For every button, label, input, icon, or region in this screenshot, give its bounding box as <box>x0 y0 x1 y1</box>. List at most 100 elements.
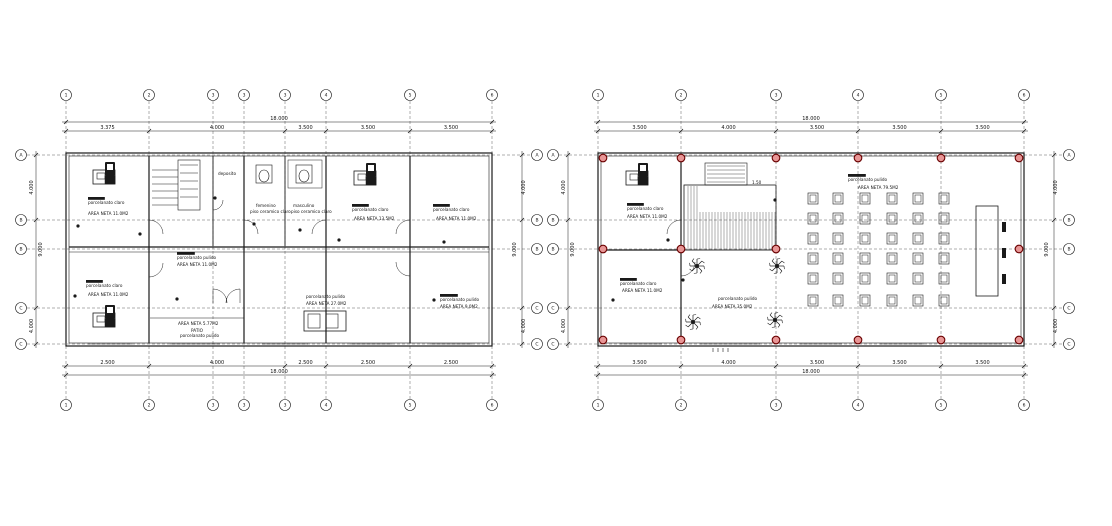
grid-bubble-top: 6 <box>491 93 494 99</box>
grid-bubble-left: C <box>551 342 554 348</box>
grid-bubble-bottom-circle <box>935 399 947 411</box>
grid-bubble-bottom-circle <box>675 399 687 411</box>
grid-bubble-left-circle <box>547 302 559 314</box>
chair <box>859 192 871 205</box>
grid-bubble-left-circle <box>547 214 559 226</box>
plant <box>767 312 783 328</box>
dim-top-segment: 4.000 <box>210 125 224 131</box>
label-lobby-floor: porcelanato pulido <box>718 296 758 301</box>
label-room1-area: AREA NETA 11.0M2 <box>88 211 129 216</box>
grid-bubble-top-circle <box>935 89 947 101</box>
grid-bubble-top-circle <box>675 89 687 101</box>
label-room4-floor: porcelanato claro <box>433 207 470 212</box>
toilet-male-bowl <box>298 169 310 183</box>
grid-bubble-right: A <box>1067 153 1071 159</box>
grid-bubble-right-circle <box>1063 302 1075 314</box>
chair <box>886 232 898 245</box>
grid-bubble-left-circle <box>15 214 27 226</box>
grid-bubble-bottom-circle <box>320 399 332 411</box>
chair <box>912 232 924 245</box>
label-room3-floor-tag <box>352 204 369 207</box>
chair <box>807 212 819 225</box>
door-lobby <box>680 261 696 277</box>
grid-bubble-bottom: 6 <box>491 403 494 409</box>
chair <box>832 272 844 285</box>
column <box>676 153 686 163</box>
column <box>936 335 946 345</box>
label-femenino-floor: piso ceramico claro <box>250 209 291 214</box>
floor-marker <box>681 278 685 282</box>
grid-bubble-bottom-circle <box>207 399 219 411</box>
grid-bubble-left-circle <box>547 338 559 350</box>
grid-bubble-top-circle <box>486 89 498 101</box>
grid-bubble-right: B <box>1067 247 1070 253</box>
dim-top-segment: 3.500 <box>892 125 906 131</box>
door-office <box>666 219 682 235</box>
label-room3-area: AREA NETA 13.5M2 <box>354 216 395 221</box>
column <box>598 244 608 254</box>
grid-bubble-right-circle <box>531 243 543 255</box>
door-hall <box>148 262 164 278</box>
dim-top-segment: 3.500 <box>444 125 458 131</box>
floor-marker <box>138 232 142 236</box>
chair <box>807 294 819 307</box>
chair <box>859 232 871 245</box>
dim-bottom-segment: 3.500 <box>810 360 824 366</box>
grid-bubble-top: 5 <box>940 93 943 99</box>
label-room6-floor: porcelanato pulido <box>440 297 480 302</box>
chair <box>938 272 950 285</box>
floor-marker <box>442 240 446 244</box>
label-hall-area: AREA NETA 11.0M2 <box>177 262 218 267</box>
grid-bubble-top: 1 <box>597 93 600 99</box>
grid-bubble-left-circle <box>15 338 27 350</box>
grid-bubble-right-circle <box>531 338 543 350</box>
dim-left: 4.000 <box>29 319 35 333</box>
grid-bubble-bottom: 4 <box>857 403 860 409</box>
staircase <box>683 162 777 251</box>
label-room5-area: AREA NETA 11.0M2 <box>88 292 129 297</box>
grid-bubble-left: B <box>551 218 554 224</box>
floor-marker <box>213 196 217 200</box>
dim-right: 4.000 <box>521 319 527 333</box>
chair <box>912 272 924 285</box>
floor-marker <box>432 298 436 302</box>
label-hall-area: AREA NETA 79.5M2 <box>858 185 899 190</box>
exterior-wall-outer <box>65 152 493 347</box>
dim-top-segment: 4.000 <box>721 125 735 131</box>
grid-bubble-left: A <box>551 153 555 159</box>
grid-bubble-right: B <box>535 247 538 253</box>
dim-bottom-segment: 2.500 <box>100 360 114 366</box>
grid-bubble-top-circle <box>1018 89 1030 101</box>
dim-top-segment: 3.500 <box>810 125 824 131</box>
label-hall-floor-tag <box>848 174 866 177</box>
label-office-floor-tag <box>627 203 644 206</box>
chair <box>886 272 898 285</box>
label-room3-floor: porcelanato claro <box>352 207 389 212</box>
dim-bottom-segment: 2.500 <box>298 360 312 366</box>
dim-bottom-segment: 3.500 <box>975 360 989 366</box>
grid-bubble-left-circle <box>547 149 559 161</box>
label-stair-width: 1.50 <box>752 180 762 185</box>
desk-room1 <box>92 162 116 185</box>
dim-left: 4.000 <box>561 319 567 333</box>
dim-bottom-total: 18.000 <box>270 369 288 375</box>
dim-left: 9.000 <box>570 242 576 256</box>
door-room4 <box>395 219 411 235</box>
grid-bubble-left-circle <box>15 243 27 255</box>
desk-room5 <box>92 305 116 328</box>
label-deposito: deposito <box>218 171 236 176</box>
label-hall-floor: porcelanato pulido <box>177 255 217 260</box>
grid-bubble-left: B <box>19 247 22 253</box>
grid-bubble-right: C <box>535 306 538 312</box>
grid-bubble-top-circle <box>404 89 416 101</box>
grid-bubble-right-circle <box>1063 243 1075 255</box>
label-room4-area: AREA NETA 11.0M2 <box>436 216 477 221</box>
grid-bubble-bottom-circle <box>486 399 498 411</box>
dim-bottom-segment: 4.000 <box>721 360 735 366</box>
chair <box>807 232 819 245</box>
grid-bubble-top-circle <box>60 89 72 101</box>
grid-bubble-bottom: 2 <box>148 403 151 409</box>
grid-bubble-top-circle <box>852 89 864 101</box>
